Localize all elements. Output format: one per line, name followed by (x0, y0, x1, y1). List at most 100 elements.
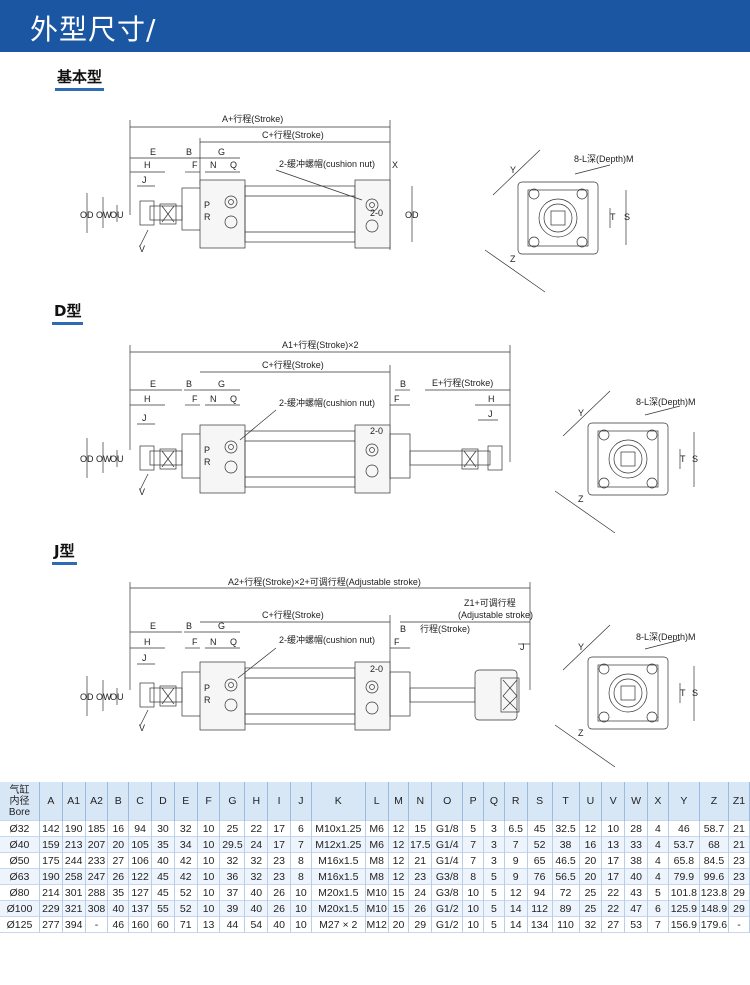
table-cell: 52 (174, 884, 198, 901)
table-cell: 13 (601, 836, 626, 853)
table-cell: G3/8 (431, 884, 464, 901)
table-cell: 29 (728, 884, 750, 901)
table-cell: 29.5 (219, 836, 246, 853)
table-cell: 5 (462, 820, 485, 837)
column-header-a: A (39, 782, 63, 821)
table-cell: 21 (728, 836, 750, 853)
table-cell: 233 (85, 852, 109, 869)
table-cell: M12x1.25 (311, 836, 366, 853)
table-cell: 12 (579, 820, 603, 837)
label-od-j: OD (80, 692, 94, 702)
table-cell: 42 (174, 868, 198, 885)
table-cell: M27 × 2 (311, 916, 366, 933)
table-cell: 53.7 (668, 836, 700, 853)
table-cell: 229 (39, 900, 63, 917)
table-cell: 34 (174, 836, 198, 853)
table-cell: 28 (624, 820, 649, 837)
table-cell: 247 (85, 868, 109, 885)
table-cell: 10 (290, 916, 312, 933)
table-cell: 5 (483, 868, 505, 885)
label-s-d: S (692, 454, 698, 464)
table-cell: 156.9 (668, 916, 700, 933)
label-n-j: N (210, 637, 217, 647)
label-r: R (204, 212, 211, 222)
table-cell: 3 (483, 852, 505, 869)
label-z: Z (510, 254, 516, 264)
column-header-j: J (290, 782, 312, 821)
table-cell: 24 (244, 836, 269, 853)
table-cell: 60 (151, 916, 175, 933)
table-cell: 25 (579, 900, 603, 917)
column-header-h: H (244, 782, 269, 821)
label-e: E (150, 147, 156, 157)
table-cell: 10 (197, 836, 221, 853)
table-cell: 7 (504, 836, 528, 853)
label-j-j: J (142, 653, 147, 663)
table-cell: M10x1.25 (311, 820, 366, 837)
table-cell: 23 (728, 852, 750, 869)
label-t: T (610, 212, 616, 222)
table-cell: 37 (219, 884, 246, 901)
column-header-n: N (408, 782, 433, 821)
table-cell: 175 (39, 852, 63, 869)
table-cell: 10 (197, 900, 221, 917)
table-cell: 21 (728, 820, 750, 837)
table-cell: G1/2 (431, 916, 464, 933)
bore-cell: Ø32 (0, 820, 40, 837)
column-header-g: G (219, 782, 246, 821)
table-cell: 190 (39, 868, 63, 885)
label-ou: OU (110, 210, 124, 220)
label-h: H (144, 160, 151, 170)
label-b-d: B (186, 379, 192, 389)
table-cell: 24 (408, 884, 433, 901)
table-cell: 12 (388, 820, 410, 837)
table-cell: 52 (174, 900, 198, 917)
column-header-z1: Z1 (728, 782, 750, 821)
label-t-j: T (680, 688, 686, 698)
section-label-basic: 基本型 (55, 66, 105, 91)
table-cell: 3 (483, 820, 505, 837)
label-b2-j: B (400, 624, 406, 634)
table-cell: 160 (128, 916, 152, 933)
label-j2-d: J (488, 409, 493, 419)
table-cell: 45 (527, 820, 553, 837)
table-cell: M16x1.5 (311, 868, 366, 885)
table-cell: M20x1.5 (311, 884, 366, 901)
label-cushion-nut-d: 2-缓冲螺帽(cushion nut) (279, 397, 375, 408)
table-cell: 308 (85, 900, 109, 917)
table-cell: 29 (408, 916, 433, 933)
table-cell: 17 (601, 868, 626, 885)
table-cell: 20 (388, 916, 410, 933)
table-cell: 9 (504, 852, 528, 869)
table-cell: M20x1.5 (311, 900, 366, 917)
table-cell: 10 (290, 900, 312, 917)
table-cell: - (85, 916, 109, 933)
label-g-j: G (218, 621, 225, 631)
label-port: 2-0 (370, 208, 383, 218)
table-cell: 185 (85, 820, 109, 837)
table-cell: 71 (174, 916, 198, 933)
section-label-j: J型 (52, 540, 77, 565)
table-cell: M6 (365, 836, 389, 853)
d-type-drawing: A1+行程(Stroke)×2 C+行程(Stroke) E+行程(Stroke… (80, 339, 698, 534)
bore-cell: Ø40 (0, 836, 40, 853)
table-cell: 20 (107, 836, 130, 853)
label-s-j: S (692, 688, 698, 698)
table-cell: M8 (365, 868, 389, 885)
table-cell: 54 (244, 916, 269, 933)
table-cell: 4 (647, 852, 669, 869)
label-h2-d: H (488, 394, 495, 404)
table-cell: 6 (290, 820, 312, 837)
table-cell: M10 (365, 884, 389, 901)
label-z-j: Z (578, 728, 584, 738)
table-cell: 15 (388, 884, 410, 901)
page-header: 外型尺寸/ (0, 0, 750, 52)
label-j: J (142, 175, 147, 185)
table-cell: 55 (151, 900, 175, 917)
table-cell: 20 (579, 852, 603, 869)
table-cell: 10 (462, 900, 485, 917)
table-cell: 110 (552, 916, 580, 933)
